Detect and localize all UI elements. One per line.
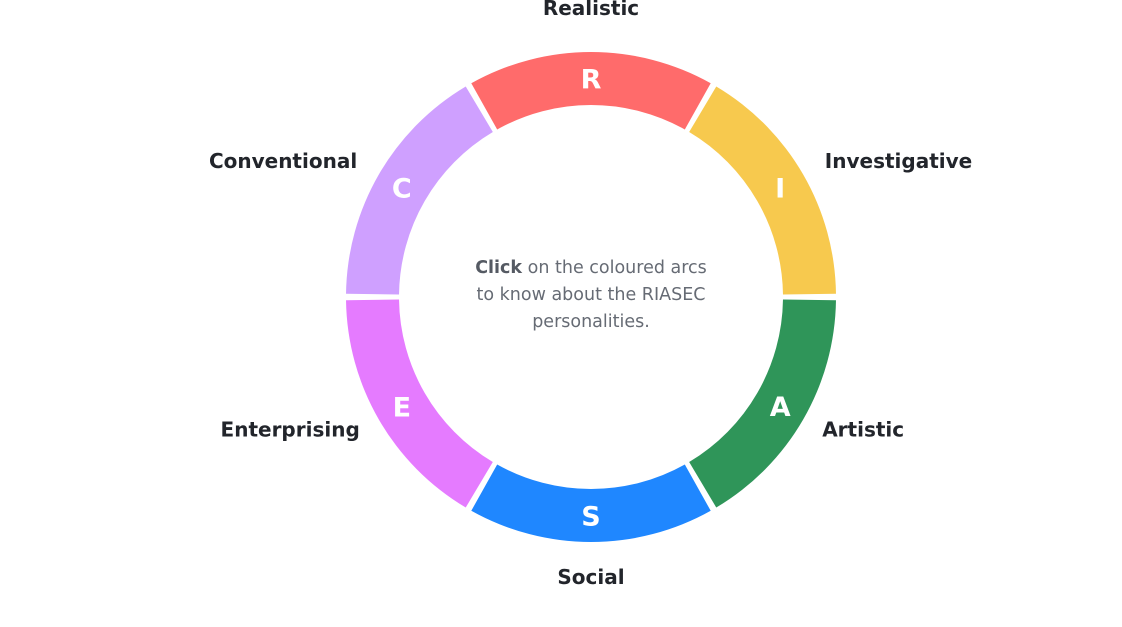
arc-conventional[interactable] xyxy=(346,86,493,295)
segment-label-realistic[interactable]: Realistic xyxy=(543,0,639,20)
segment-label-conventional[interactable]: Conventional xyxy=(209,149,357,173)
segment-label-investigative[interactable]: Investigative xyxy=(825,149,972,173)
segment-social[interactable]: S xyxy=(471,464,711,542)
segment-label-social[interactable]: Social xyxy=(557,565,624,589)
arc-social[interactable] xyxy=(471,464,711,542)
segment-realistic[interactable]: R xyxy=(471,52,711,130)
arc-investigative[interactable] xyxy=(689,86,836,295)
arc-artistic[interactable] xyxy=(689,299,836,508)
arc-realistic[interactable] xyxy=(471,52,711,130)
segment-label-enterprising[interactable]: Enterprising xyxy=(221,418,360,442)
instruction-text: Click on the coloured arcs to know about… xyxy=(466,255,716,336)
instruction-lead: Click xyxy=(475,258,523,278)
instruction-body: on the coloured arcs to know about the R… xyxy=(476,258,707,332)
arc-enterprising[interactable] xyxy=(346,299,493,508)
segment-label-artistic[interactable]: Artistic xyxy=(822,418,904,442)
